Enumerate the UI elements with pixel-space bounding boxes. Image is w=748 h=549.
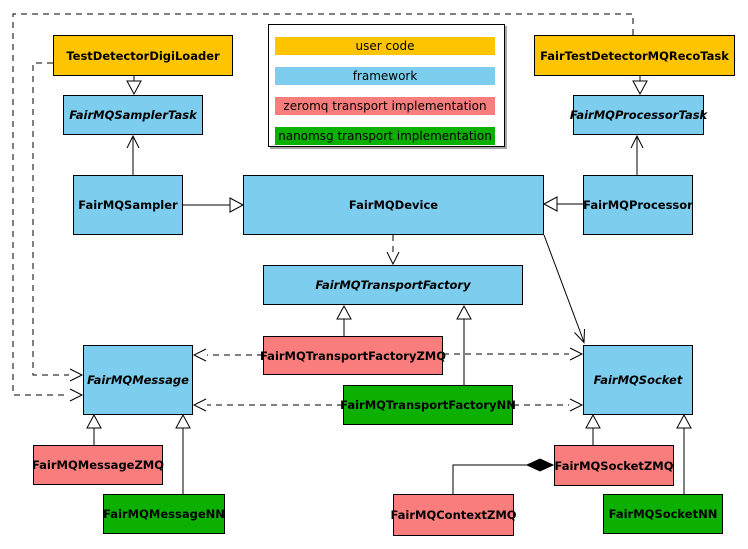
node-fairmq-context-zmq: FairMQContextZMQ (390, 494, 517, 536)
node-label: FairMQProcessor (583, 198, 693, 212)
node-label: FairTestDetectorMQRecoTask (540, 48, 729, 63)
node-fairmq-socket: FairMQSocket (583, 345, 693, 415)
node-fairmq-socket-nn: FairMQSocketNN (603, 494, 723, 534)
edge-device-uses-socket (543, 234, 585, 344)
node-fair-test-detector-mq-reco-task: FairTestDetectorMQRecoTask (534, 35, 735, 76)
node-fairmq-message: FairMQMessage (83, 345, 193, 415)
node-label: FairMQProcessorTask (569, 108, 708, 122)
legend-item-framework: framework (275, 67, 495, 85)
edge-sampler-uses-samplertask (126, 134, 140, 175)
legend-item-user-code: user code (275, 37, 495, 55)
node-test-detector-digi-loader: TestDetectorDigiLoader (53, 35, 233, 76)
edge-messagenn-inherits-message (175, 413, 191, 494)
edge-factoryzmq-inherits-transportfactory (336, 304, 352, 336)
edge-processor-uses-processortask (630, 134, 644, 175)
legend-item-zeromq-transport: zeromq transport implementation (275, 97, 495, 115)
node-fairmq-message-nn: FairMQMessageNN (103, 494, 225, 534)
edge-socketzmq-owns-contextzmq (452, 458, 555, 494)
node-fairmq-transport-factory-zmq: FairMQTransportFactoryZMQ (260, 336, 447, 375)
legend-item-nanomsg-transport: nanomsg transport implementation (275, 127, 495, 145)
edge-factorynn-creates-socket (513, 398, 584, 412)
node-fairmq-processor-task: FairMQProcessorTask (569, 95, 708, 135)
edge-messagezmq-inherits-message (86, 413, 102, 445)
node-label: FairMQMessageZMQ (31, 458, 165, 472)
node-label: FairMQSocket (593, 373, 683, 387)
legend: user code framework zeromq transport imp… (268, 24, 505, 147)
node-label: FairMQTransportFactoryZMQ (260, 348, 447, 363)
edge-processor-inherits-device (542, 196, 583, 212)
node-label: FairMQMessageNN (103, 507, 225, 521)
node-fairmq-processor: FairMQProcessor (583, 175, 693, 235)
node-fairmq-transport-factory: FairMQTransportFactory (263, 265, 523, 305)
edge-factoryzmq-creates-socket (443, 347, 584, 361)
edge-device-depends-transportfactory (386, 235, 400, 266)
node-label: TestDetectorDigiLoader (66, 48, 220, 63)
node-label: FairMQSamplerTask (69, 108, 197, 122)
node-fairmq-sampler: FairMQSampler (73, 175, 183, 235)
node-fairmq-socket-zmq: FairMQSocketZMQ (554, 445, 674, 486)
edge-recotask-depends-message (12, 13, 634, 402)
node-label: FairMQDevice (348, 198, 439, 212)
node-label: FairMQTransportFactory (315, 278, 471, 292)
edge-socketnn-inherits-socket (676, 413, 692, 494)
node-label: FairMQSampler (78, 198, 178, 212)
node-label: FairMQSocketZMQ (554, 458, 674, 473)
edge-socketzmq-inherits-socket (585, 413, 601, 445)
edge-recotask-inherits-processortask (632, 76, 648, 96)
edge-sampler-inherits-device (183, 197, 245, 213)
node-fairmq-transport-factory-nn: FairMQTransportFactoryNN (340, 385, 516, 425)
edge-factoryzmq-creates-message (192, 348, 263, 362)
node-label: FairMQContextZMQ (390, 508, 517, 522)
node-label: FairMQMessage (87, 373, 189, 387)
edge-digiloader-depends-message (32, 62, 84, 382)
node-fairmq-device: FairMQDevice (243, 175, 544, 235)
node-fairmq-sampler-task: FairMQSamplerTask (63, 95, 203, 135)
node-fairmq-message-zmq: FairMQMessageZMQ (31, 445, 165, 485)
edge-factorynn-inherits-transportfactory (456, 304, 472, 385)
edge-factorynn-creates-message (192, 398, 343, 412)
edge-digiloader-inherits-samplertask (126, 76, 142, 96)
node-label: FairMQSocketNN (608, 507, 718, 521)
node-label: FairMQTransportFactoryNN (340, 398, 516, 412)
